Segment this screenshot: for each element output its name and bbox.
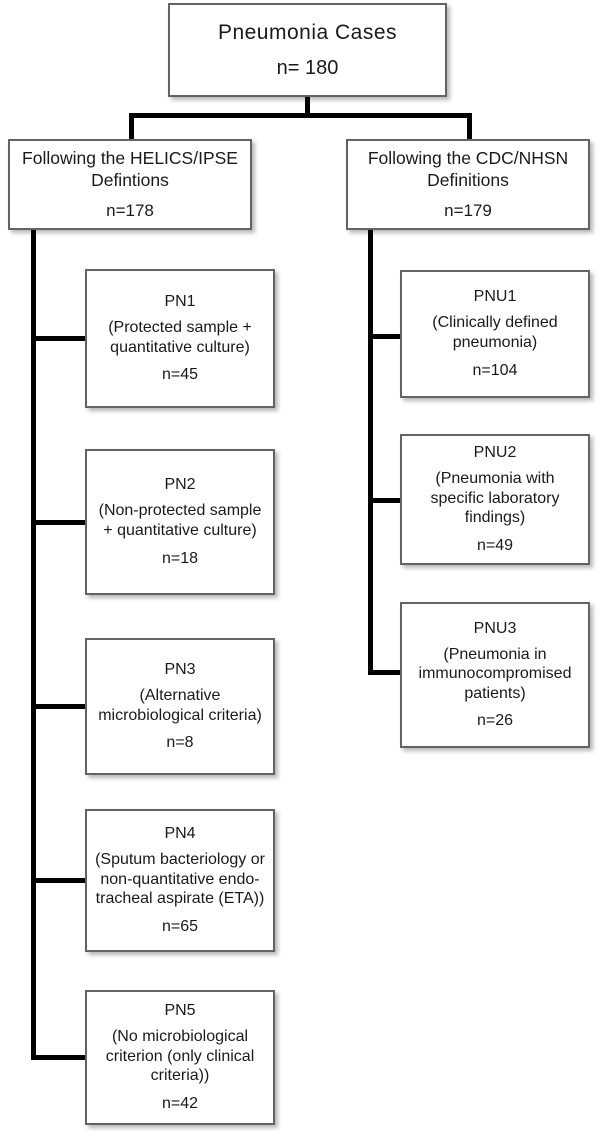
connector-stub-pn4: [31, 878, 87, 883]
node-code: PN5: [164, 1002, 196, 1020]
node-description: (Alternative microbiological criteria): [98, 686, 262, 724]
helics-ipse-header-node: Following the HELICS/IPSE Defintions n=1…: [8, 139, 252, 230]
node-pnu3: PNU3 (Pneumonia in immunocompromised pat…: [400, 602, 590, 748]
node-count: n=65: [161, 917, 199, 935]
node-description: (Protected sample + quantitative culture…: [108, 318, 252, 356]
connector-stub-pnu2: [368, 498, 402, 503]
node-code: PNU1: [473, 288, 517, 306]
node-count: n=104: [472, 361, 518, 379]
root-title: Pneumonia Cases: [217, 20, 398, 44]
connector-right-trunk: [368, 228, 373, 675]
cdc-nhsn-header-node: Following the CDC/NHSN Definitions n=179: [346, 139, 590, 230]
node-pn5: PN5 (No microbiological criterion (only …: [85, 990, 275, 1125]
connector-stub-pn3: [31, 704, 87, 709]
node-description: (No microbiological criterion (only clin…: [105, 1028, 255, 1085]
node-description: (Pneumonia in immunocompromised patients…: [418, 645, 572, 702]
node-pn4: PN4 (Sputum bacteriology or non-quantita…: [85, 809, 275, 952]
root-node: Pneumonia Cases n= 180: [168, 3, 447, 97]
node-code: PNU2: [473, 444, 517, 462]
node-count: n=18: [161, 549, 199, 567]
cdc-nhsn-header-title: Following the CDC/NHSN Definitions: [367, 148, 569, 190]
node-pnu1: PNU1 (Clinically defined pneumonia) n=10…: [400, 270, 590, 398]
connector-right-drop: [467, 113, 472, 141]
node-code: PNU3: [473, 619, 517, 637]
node-code: PN1: [164, 292, 196, 310]
node-description: (Clinically defined pneumonia): [432, 314, 558, 351]
connector-stub-pnu1: [368, 334, 402, 339]
node-count: n=45: [161, 366, 199, 384]
node-count: n=49: [476, 536, 514, 554]
node-pn1: PN1 (Protected sample + quantitative cul…: [85, 269, 275, 408]
cdc-nhsn-header-count: n=179: [444, 200, 492, 220]
connector-left-drop: [129, 113, 134, 141]
node-pn2: PN2 (Non-protected sample + quantitative…: [85, 449, 275, 595]
node-count: n=42: [161, 1094, 199, 1112]
node-description: (Non-protected sample + quantitative cul…: [98, 502, 262, 539]
connector-stub-pn5: [31, 1055, 87, 1060]
helics-ipse-header-title: Following the HELICS/IPSE Defintions: [22, 148, 238, 190]
helics-ipse-header-count: n=178: [106, 200, 154, 220]
node-code: PN4: [164, 825, 196, 843]
node-code: PN3: [164, 660, 196, 678]
node-count: n=26: [476, 712, 514, 730]
connector-left-trunk: [31, 228, 36, 1060]
connector-root-stem: [305, 97, 310, 115]
node-description: (Sputum bacteriology or non-quantitative…: [95, 851, 265, 908]
node-pnu2: PNU2 (Pneumonia with specific laboratory…: [400, 434, 590, 565]
connector-stub-pn2: [31, 520, 87, 525]
node-code: PN2: [164, 476, 196, 494]
root-count: n= 180: [276, 56, 339, 79]
connector-stub-pn1: [31, 336, 87, 341]
node-pn3: PN3 (Alternative microbiological criteri…: [85, 638, 275, 775]
connector-branch-bar: [129, 113, 472, 118]
node-count: n=8: [166, 734, 194, 752]
connector-stub-pnu3: [368, 670, 402, 675]
node-description: (Pneumonia with specific laboratory find…: [430, 470, 560, 527]
